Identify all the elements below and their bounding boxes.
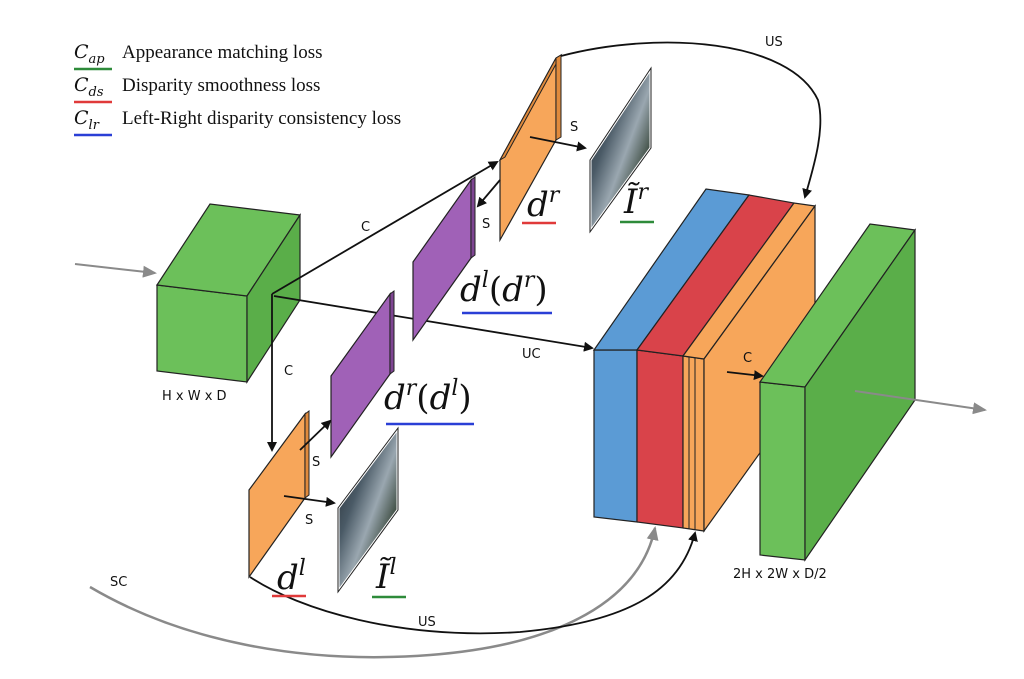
- arrow-uc: [273, 295, 594, 352]
- svg-text:Clr: Clr: [74, 107, 100, 133]
- red-block-front: [636, 349, 684, 529]
- label-Il: Ĩl: [372, 555, 406, 599]
- legend: Cap Appearance matching loss Cds Dispari…: [74, 41, 401, 137]
- label-dr-dl: dr(dl): [384, 376, 474, 426]
- legend-item-smoothness: Cds Disparity smoothness loss: [74, 74, 320, 104]
- blue-block-front: [593, 349, 638, 523]
- left-from-right-disparity-plane: [412, 176, 476, 342]
- svg-text:Ĩl: Ĩl: [375, 555, 396, 597]
- label-s-bottom-up: S: [312, 455, 320, 470]
- legend-label-consistency: Left-Right disparity consistency loss: [122, 108, 401, 129]
- label-s-top-down: S: [482, 217, 490, 232]
- input-arrow: [74, 263, 157, 278]
- concatenated-feature-stack: [592, 188, 817, 533]
- arrow-s-top-right: [529, 136, 587, 152]
- arrow-s-bottom-up: [299, 419, 332, 451]
- label-Ir: Ĩr: [620, 180, 654, 224]
- output-feature-block: [758, 223, 917, 562]
- arrow-c-top: [271, 160, 499, 295]
- legend-label-appearance: Appearance matching loss: [122, 42, 322, 63]
- input-dims-label: H x W x D: [162, 389, 227, 404]
- svg-text:dr: dr: [527, 183, 561, 225]
- label-us-bottom: US: [418, 615, 436, 630]
- svg-text:dl: dl: [277, 556, 306, 598]
- output-dims-label: 2H x 2W x D/2: [733, 567, 827, 582]
- label-dl: dl: [272, 556, 306, 598]
- svg-text:dr(dl): dr(dl): [384, 376, 472, 418]
- output-arrow: [854, 390, 987, 415]
- arrow-s-top-down: [476, 179, 501, 208]
- label-c-top: C: [361, 220, 370, 235]
- reconstructed-left-image: [336, 423, 400, 597]
- svg-text:Cds: Cds: [74, 74, 104, 100]
- label-dr: dr: [522, 183, 561, 225]
- label-dl-dr: dl(dr): [460, 268, 552, 315]
- svg-text:Ĩr: Ĩr: [623, 180, 649, 222]
- arrow-us-bottom: [249, 531, 698, 635]
- disparity-left-plane: [248, 410, 310, 579]
- arrow-s-bottom-right: [283, 495, 336, 507]
- label-sc: SC: [110, 575, 127, 590]
- svg-text:Cap: Cap: [74, 41, 105, 67]
- label-s-bottom-right: S: [305, 513, 313, 528]
- label-uc: UC: [522, 347, 541, 362]
- label-us-top: US: [765, 35, 783, 50]
- label-s-top-right: S: [570, 120, 578, 135]
- arrow-c-right: [726, 370, 764, 381]
- legend-item-consistency: Clr Left-Right disparity consistency los…: [74, 107, 401, 137]
- arrow-sc: [89, 526, 659, 659]
- disparity-right-plane: [498, 53, 563, 243]
- legend-label-smoothness: Disparity smoothness loss: [122, 75, 320, 96]
- right-from-left-disparity-plane: [330, 290, 395, 459]
- legend-item-appearance: Cap Appearance matching loss: [74, 41, 322, 71]
- label-c-left: C: [284, 364, 293, 379]
- reconstructed-right-image: [588, 63, 653, 237]
- arrow-us-top: [560, 41, 822, 199]
- label-c-right: C: [743, 351, 752, 366]
- svg-text:dl(dr): dl(dr): [460, 268, 548, 310]
- input-feature-cube: [155, 203, 302, 385]
